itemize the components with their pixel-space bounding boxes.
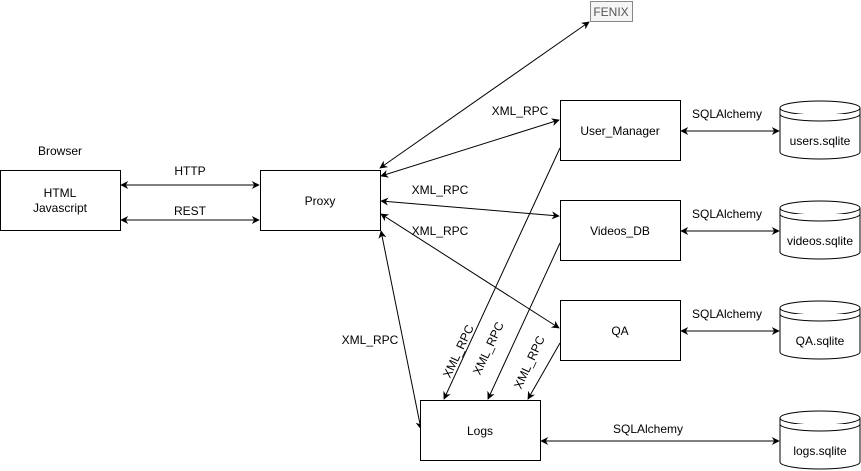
sqlalchemy-qa-label: SQLAlchemy xyxy=(692,307,762,321)
fenix-node: FENIX xyxy=(590,1,633,22)
logs-label: Logs xyxy=(467,424,493,438)
edge-proxy-fenix xyxy=(379,21,590,169)
qa-sqlite-db: QA.sqlite xyxy=(779,300,861,360)
html-javascript-node: HTML Javascript xyxy=(0,170,121,231)
users-sqlite-label: users.sqlite xyxy=(790,134,851,148)
edge-qa-logs xyxy=(527,342,561,400)
sqlalchemy-logs-label: SQLAlchemy xyxy=(613,422,683,436)
xmlrpc-logs-label: XML_RPC xyxy=(342,333,399,347)
videos-db-node: Videos_DB xyxy=(560,200,681,261)
proxy-node: Proxy xyxy=(260,170,381,231)
xmlrpc-vdb-logs-label: XML_RPC xyxy=(470,319,507,377)
logs-sqlite-db: logs.sqlite xyxy=(779,410,861,470)
edge-proxy-logs xyxy=(378,230,424,430)
xmlrpc-qa-logs-label: XML_RPC xyxy=(511,333,548,391)
xmlrpc-qa-label: XML_RPC xyxy=(412,224,469,238)
user-manager-label: User_Manager xyxy=(580,124,659,138)
xmlrpc-user-manager-label: XML_RPC xyxy=(492,104,549,118)
qa-label: QA xyxy=(611,324,628,338)
logs-node: Logs xyxy=(420,400,541,461)
proxy-label: Proxy xyxy=(305,194,336,208)
videos-sqlite-db: videos.sqlite xyxy=(779,200,861,260)
logs-sqlite-label: logs.sqlite xyxy=(793,444,847,458)
sqlalchemy-users-label: SQLAlchemy xyxy=(692,107,762,121)
user-manager-node: User_Manager xyxy=(560,100,681,161)
edge-proxy-user-manager xyxy=(380,118,560,178)
fenix-label: FENIX xyxy=(593,5,628,19)
qa-node: QA xyxy=(560,300,681,361)
edge-proxy-qa xyxy=(380,213,560,329)
browser-label: Browser xyxy=(38,144,82,158)
http-label: HTTP xyxy=(174,164,205,178)
users-sqlite-db: users.sqlite xyxy=(779,100,861,160)
edge-videos-db-logs xyxy=(487,242,561,400)
html-node-line1: HTML xyxy=(44,186,77,200)
edge-user-manager-logs xyxy=(443,147,561,400)
sqlalchemy-videos-label: SQLAlchemy xyxy=(692,207,762,221)
html-node-line2: Javascript xyxy=(33,201,88,215)
videos-sqlite-label: videos.sqlite xyxy=(787,234,853,248)
videos-db-label: Videos_DB xyxy=(590,224,650,238)
qa-sqlite-label: QA.sqlite xyxy=(796,334,845,348)
rest-label: REST xyxy=(174,204,207,218)
xmlrpc-videos-db-label: XML_RPC xyxy=(412,183,469,197)
